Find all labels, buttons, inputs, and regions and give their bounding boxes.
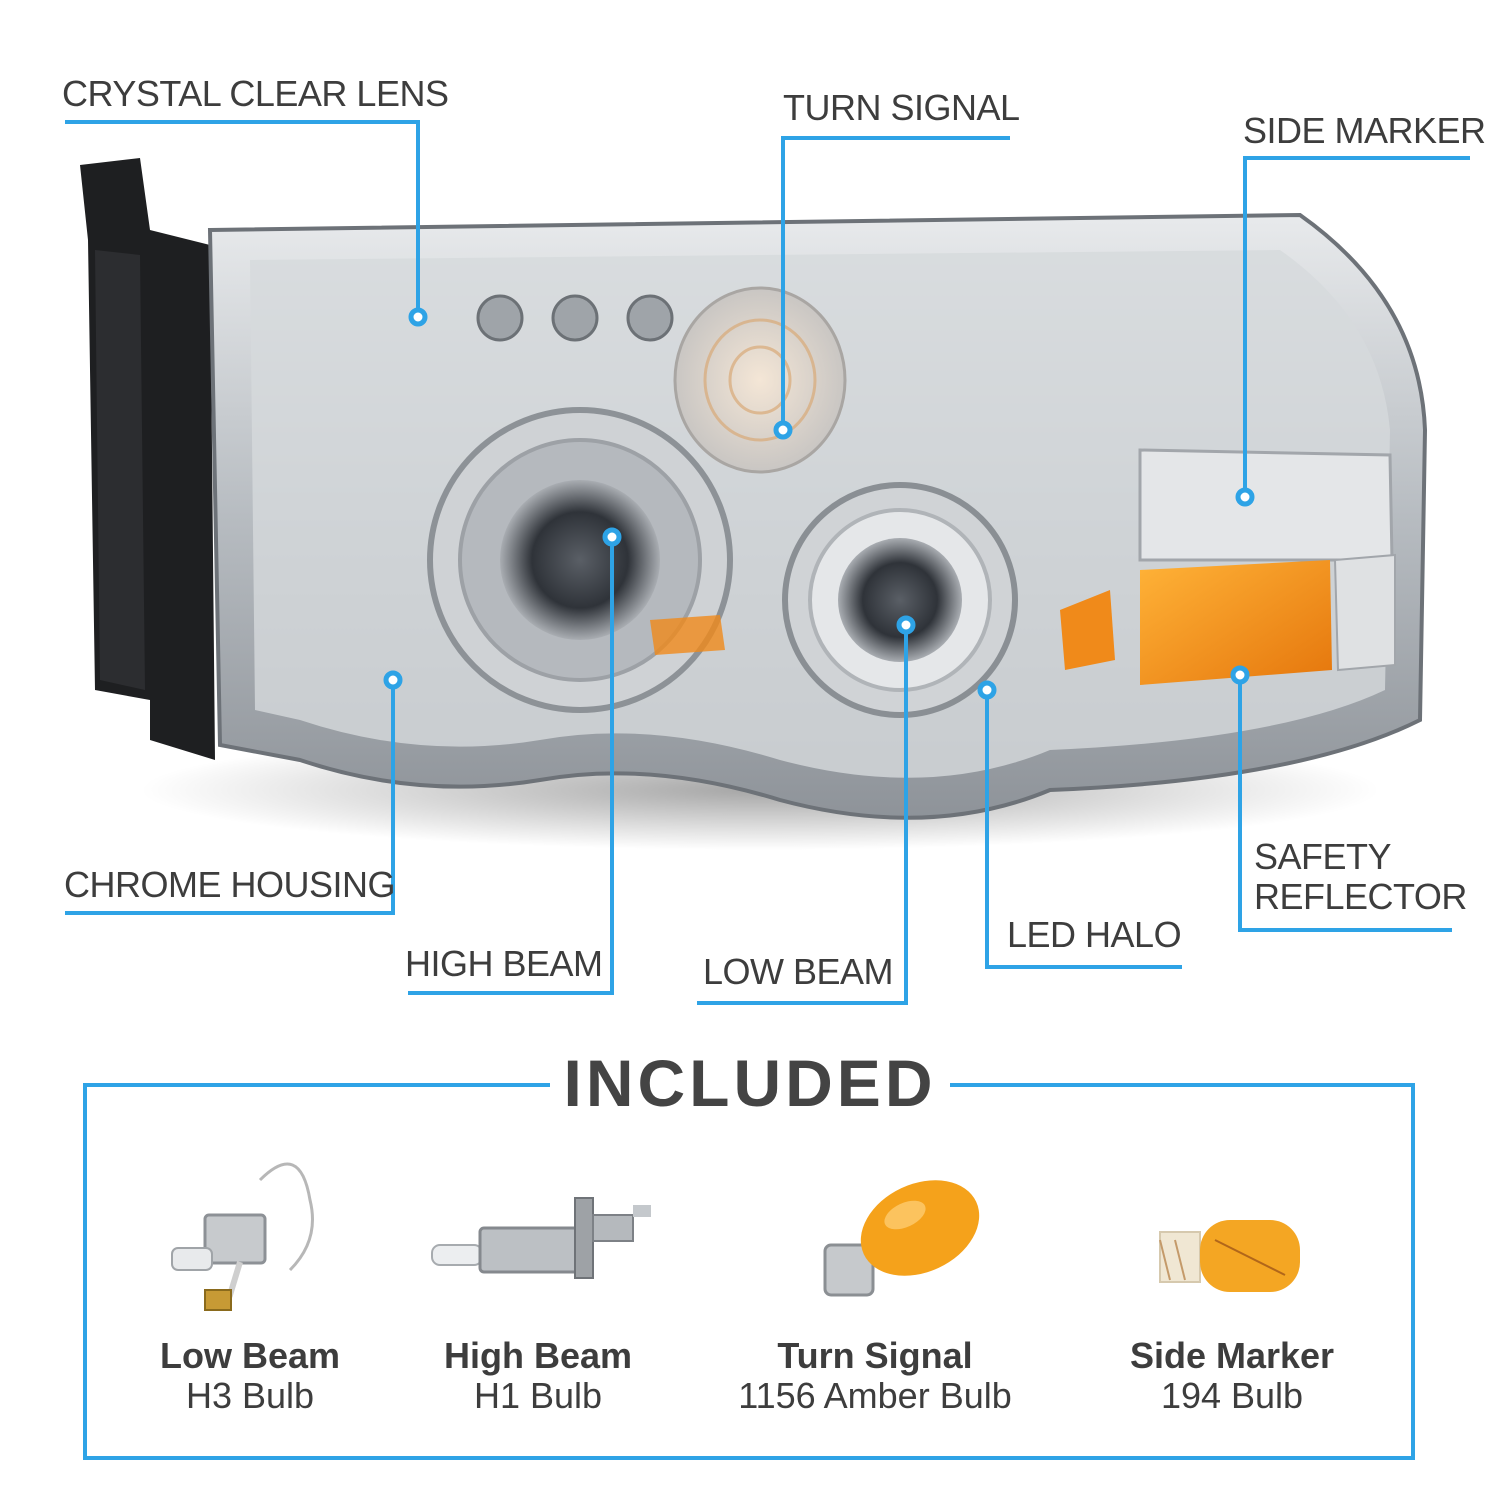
bulb-type-high-beam: H1 Bulb xyxy=(473,1375,603,1416)
safety-reflector-label-line1: SAFETY xyxy=(1254,836,1392,877)
high-beam-dot xyxy=(602,527,622,547)
led-halo-dot xyxy=(977,680,997,700)
bulb-name-side-marker: Side Marker xyxy=(1129,1335,1335,1376)
bulb-name-low-beam: Low Beam xyxy=(159,1335,341,1376)
bulb-name-high-beam: High Beam xyxy=(443,1335,633,1376)
callout-lines xyxy=(65,120,1470,1005)
wedge-194-bulb-icon xyxy=(1159,1220,1300,1292)
turn-signal-label: TURN SIGNAL xyxy=(783,87,1020,128)
bulb-type-turn-signal: 1156 Amber Bulb xyxy=(738,1375,1012,1416)
chrome-housing-label: CHROME HOUSING xyxy=(64,864,396,905)
bulb-type-low-beam: H3 Bulb xyxy=(185,1375,315,1416)
h1-bulb-icon xyxy=(431,1197,651,1279)
turn-signal-dot xyxy=(773,420,793,440)
led-halo-label: LED HALO xyxy=(1007,914,1182,955)
bulb-name-turn-signal: Turn Signal xyxy=(777,1335,973,1376)
safety-reflector-label-line2: REFLECTOR xyxy=(1254,876,1467,917)
crystal-clear-lens-label: CRYSTAL CLEAR LENS xyxy=(62,73,449,114)
side-marker-dot xyxy=(1235,487,1255,507)
included-title: INCLUDED xyxy=(550,1045,950,1121)
side-marker-label: SIDE MARKER xyxy=(1243,110,1486,151)
headlight-image xyxy=(80,158,1428,850)
amber-1156-bulb-icon xyxy=(823,1180,980,1297)
low-beam-label: LOW BEAM xyxy=(703,951,894,992)
h3-bulb-icon xyxy=(171,1162,314,1311)
low-beam-dot xyxy=(896,615,916,635)
safety-reflector-dot xyxy=(1230,665,1250,685)
chrome-housing-dot xyxy=(383,670,403,690)
bulb-type-side-marker: 194 Bulb xyxy=(1160,1375,1304,1416)
high-beam-label: HIGH BEAM xyxy=(405,943,603,984)
crystal-clear-lens-dot xyxy=(408,307,428,327)
